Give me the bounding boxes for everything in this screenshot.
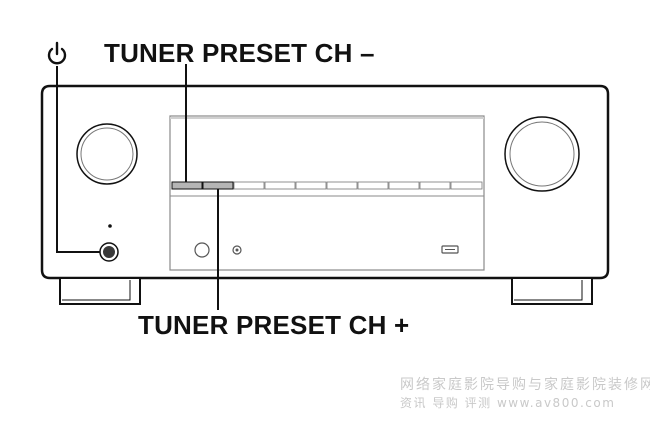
preset-plus-button[interactable] [202,181,234,190]
tuner-preset-plus-label: TUNER PRESET CH + [138,310,410,340]
right-foot-shadow [514,280,583,301]
preset-minus-button[interactable] [171,181,203,190]
front-button-8[interactable] [388,181,420,190]
volume-knob-icon [76,123,138,185]
display-frame [169,115,485,271]
input-knob-icon [504,116,580,192]
headphone-jack-icon [194,242,210,258]
mic-jack-icon [232,245,242,255]
front-button-5[interactable] [295,181,327,190]
front-button-6[interactable] [326,181,358,190]
watermark-line-2: 资讯 导购 评测 www.av800.com [400,396,616,410]
left-foot-shadow [62,280,131,301]
tuner-preset-minus-label: TUNER PRESET CH – [104,38,375,68]
usb-port-icon [441,245,459,254]
front-button-7[interactable] [357,181,389,190]
power-button[interactable] [99,242,119,262]
watermark-line-1: 网络家庭影院导购与家庭影院装修网 [400,377,650,393]
power-callout-line [56,66,100,253]
front-button-3[interactable] [233,181,265,190]
preset-button-row [171,181,483,190]
front-button-9[interactable] [419,181,451,190]
standby-indicator [108,224,112,228]
front-button-4[interactable] [264,181,296,190]
front-button-10[interactable] [450,181,483,190]
power-icon [47,41,67,65]
